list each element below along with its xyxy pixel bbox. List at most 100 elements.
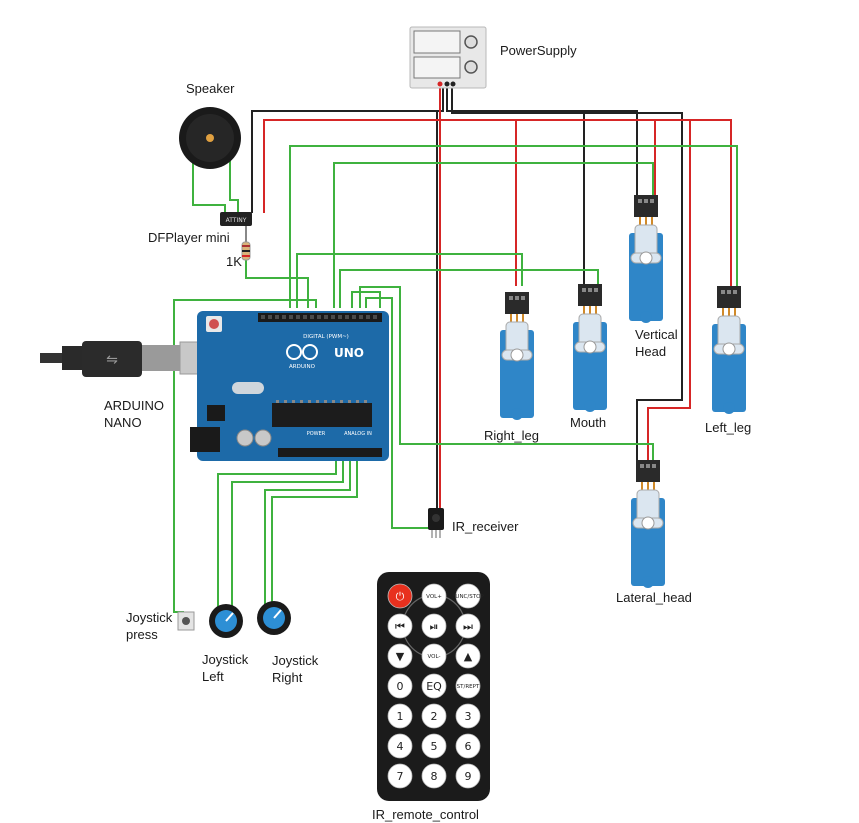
wire-black-vertical-head <box>446 86 638 197</box>
remote-button: 6 <box>455 733 481 759</box>
remote-button-label: EQ <box>426 680 442 693</box>
servo-right-leg <box>500 292 534 420</box>
wire-green-ir-signal <box>365 297 430 529</box>
remote-button: ▼ <box>387 643 413 669</box>
remote-button: ⏮ <box>387 613 413 639</box>
wire-green-vertical-head <box>333 162 654 308</box>
label-joystick-right-line1: Joystick <box>272 653 319 668</box>
servo-mouth <box>573 284 607 412</box>
usb-icon: ⇋ <box>106 352 118 368</box>
remote-button-label: 7 <box>397 770 404 783</box>
wire-red-dfplayer <box>263 86 441 213</box>
servo-left-leg <box>712 286 746 414</box>
arduino-logo-icon <box>286 344 318 360</box>
label-vertical-head: Vertical Head <box>635 326 678 360</box>
label-ir-receiver: IR_receiver <box>452 519 519 534</box>
joystick-press-button <box>177 611 195 631</box>
dfplayer-module: ATTINY <box>220 212 252 261</box>
wire-green-left-leg <box>289 145 738 308</box>
remote-button-label: VOL+ <box>426 594 442 600</box>
remote-button: ⏯ <box>421 613 447 639</box>
label-joystick-right: Joystick Right <box>272 652 318 686</box>
label-vertical-head-line1: Vertical <box>635 327 678 342</box>
label-power-supply: PowerSupply <box>500 43 577 58</box>
wire-green-right-b <box>271 452 358 605</box>
remote-button: VOL- <box>421 643 447 669</box>
wire-red-vertical-head <box>446 119 656 197</box>
wire-red-right-leg <box>440 119 517 286</box>
rewind-icon: ⏮ <box>395 620 405 633</box>
remote-button: 3 <box>455 703 481 729</box>
remote-button: ST/REPT <box>455 673 481 699</box>
label-mouth: Mouth <box>570 415 607 430</box>
joystick-right-pot <box>257 601 291 635</box>
label-joystick-left-line1: Joystick <box>202 652 249 667</box>
label-arduino-line1: ARDUINO <box>104 398 164 413</box>
chip-label: ATTINY <box>226 217 247 224</box>
wire-red-left-leg <box>655 119 732 286</box>
remote-button: 2 <box>421 703 447 729</box>
wire-black-dfplayer <box>251 86 444 213</box>
arduino-board: DIGITAL (PWM~) UNO ARDUINO POWER ANALOG … <box>190 311 389 461</box>
remote-button: EQ <box>421 673 447 699</box>
wire-green-right-a <box>264 452 351 605</box>
wire-green-dfplayer-tx <box>245 260 309 308</box>
wire-green-press <box>173 299 317 613</box>
resistor <box>241 226 251 261</box>
usb-cable: ⇋ <box>40 341 201 377</box>
remote-button-label: 8 <box>431 770 438 783</box>
label-speaker: Speaker <box>186 81 235 96</box>
chip-pins <box>276 400 367 403</box>
wire-black-lateral-head <box>452 112 683 462</box>
label-left-leg: Left_leg <box>705 420 752 435</box>
remote-button: 7 <box>387 763 413 789</box>
remote-button-label: FUNC/STOP <box>452 594 484 600</box>
remote-button-label: 1 <box>397 710 404 723</box>
board-brand: ARDUINO <box>289 364 316 370</box>
down-arrow-icon: ▼ <box>396 650 405 663</box>
remote-button: 9 <box>455 763 481 789</box>
label-joystick-press-line1: Joystick <box>126 610 173 625</box>
label-right-leg: Right_leg <box>484 428 539 443</box>
digital-pins <box>261 315 377 319</box>
power-supply <box>409 26 487 89</box>
remote-button: 1 <box>387 703 413 729</box>
remote-button: 0 <box>387 673 413 699</box>
label-dfplayer: DFPlayer mini <box>148 230 230 245</box>
joystick-left-pot <box>209 604 243 638</box>
reset-button-icon <box>209 319 219 329</box>
label-ir-remote: IR_remote_control <box>372 807 479 822</box>
remote-button-label: 3 <box>465 710 472 723</box>
remote-button-label: 5 <box>431 740 438 753</box>
voltage-knob-icon <box>464 35 478 49</box>
label-joystick-right-line2: Right <box>272 670 303 685</box>
speaker <box>179 107 241 169</box>
wire-green-right-leg <box>296 253 523 308</box>
label-joystick-press-line2: press <box>126 627 158 642</box>
remote-button: ⏭ <box>455 613 481 639</box>
label-arduino: ARDUINO NANO <box>104 397 164 431</box>
ir-receiver <box>428 508 444 538</box>
remote-button: FUNC/STOP <box>452 583 484 609</box>
remote-button-label: 9 <box>465 770 472 783</box>
current-knob-icon <box>464 60 478 74</box>
wire-green-left-a <box>217 452 337 610</box>
analog-header-label: ANALOG IN <box>344 431 372 437</box>
remote-button-label: 2 <box>431 710 438 723</box>
remote-button-label: 4 <box>397 740 404 753</box>
label-joystick-left-line2: Left <box>202 669 224 684</box>
power-header-label: POWER <box>307 431 326 437</box>
wire-red-lateral-head <box>647 119 691 462</box>
wire-green-digital-a <box>351 291 381 308</box>
remote-button: ⏻ <box>387 583 413 609</box>
speaker-hole-icon <box>206 134 214 142</box>
board-logo: UNO <box>334 346 364 360</box>
wire-green-lateral-head <box>359 286 654 462</box>
wire-green-speaker-a <box>192 158 226 218</box>
remote-button-label: ST/REPT <box>457 684 480 690</box>
fast-forward-icon: ⏭ <box>463 620 473 633</box>
servo-lateral-head <box>631 460 665 588</box>
label-joystick-press: Joystick press <box>126 609 172 643</box>
